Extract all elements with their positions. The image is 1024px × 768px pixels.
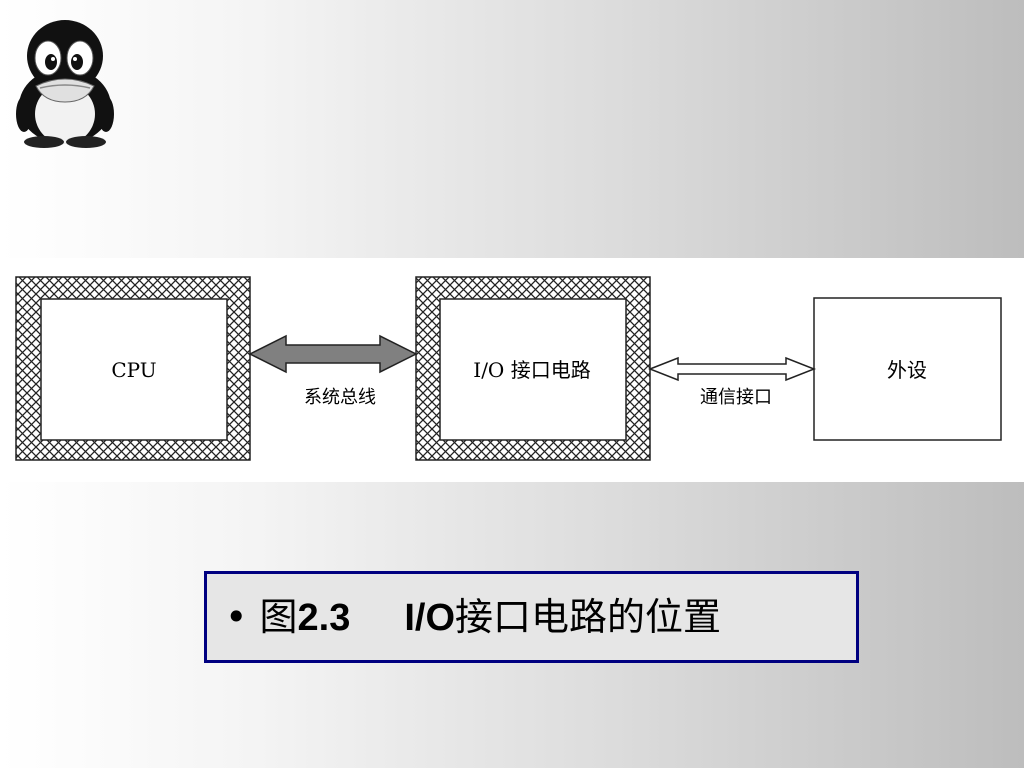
system-bus-arrow	[248, 334, 418, 374]
io-circuit-box: I/O 接口电路	[415, 276, 651, 461]
system-bus-label: 系统总线	[304, 387, 376, 408]
caption-box: • 图2.3 I/O接口电路的位置	[204, 571, 859, 663]
caption-bullet: •	[225, 595, 248, 639]
comm-interface-arrow	[647, 356, 817, 382]
caption-title: 接口电路的位置	[455, 595, 722, 639]
comm-interface-label: 通信接口	[700, 387, 772, 408]
penguin-logo-icon	[16, 20, 114, 148]
cpu-box: CPU	[15, 276, 251, 461]
caption-io: I/O	[404, 597, 456, 639]
io-interface-diagram: CPU I/O 接口电路 外设 系统总线 通信接口	[15, 276, 1002, 461]
cpu-label: CPU	[111, 358, 156, 382]
caption-figure-prefix: 图	[259, 595, 298, 639]
peripheral-box: 外设	[813, 297, 1002, 441]
caption-text: • 图2.3 I/O接口电路的位置	[225, 586, 721, 641]
io-circuit-label: I/O 接口电路	[473, 358, 590, 382]
peripheral-label: 外设	[887, 358, 927, 382]
caption-figure-number: 2.3	[297, 597, 351, 639]
diagram-area: CPU I/O 接口电路 外设 系统总线 通信接口	[0, 258, 1024, 482]
